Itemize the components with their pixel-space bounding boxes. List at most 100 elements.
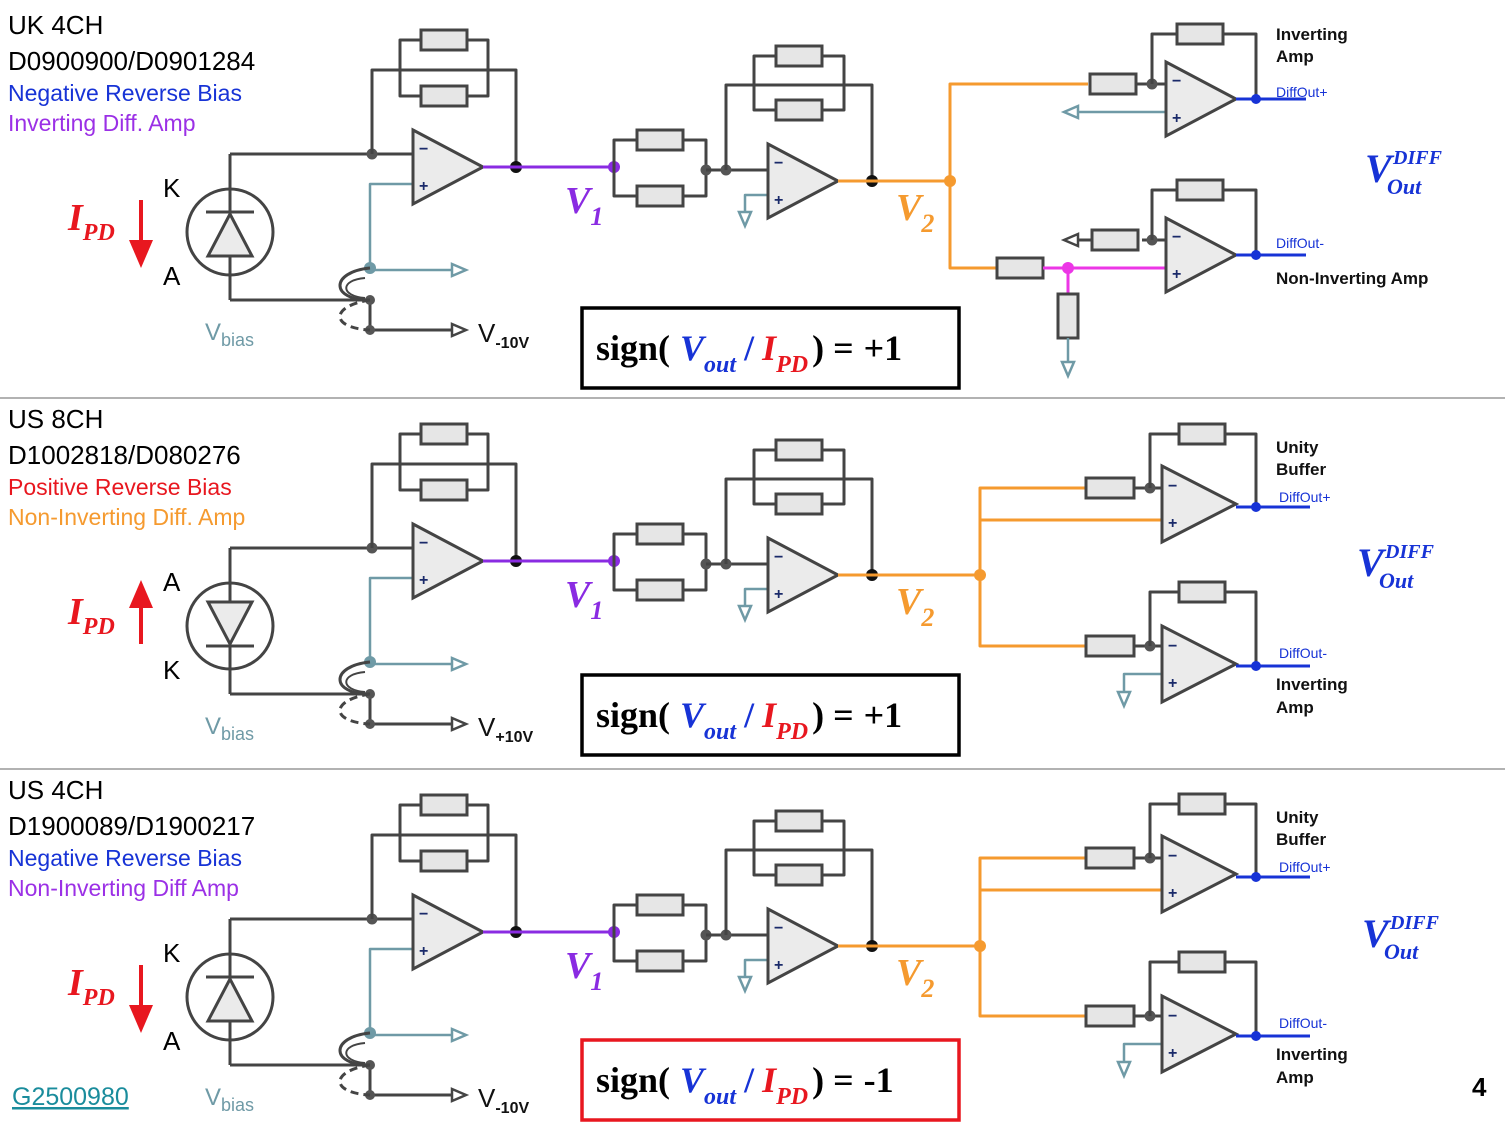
amp-note: Amp: [1276, 47, 1314, 66]
sign-vout-sub: out: [704, 352, 737, 378]
photodiode: [185, 154, 275, 300]
sign-value: -1: [864, 1060, 894, 1100]
op-amp-body: [411, 127, 487, 207]
sign-vout: V: [680, 1060, 707, 1100]
amp-note: Inverting: [1276, 675, 1348, 694]
v2-label: V2: [896, 952, 934, 1003]
cable-loop-dashed: [338, 298, 371, 332]
document-code: D0900900/D0901284: [8, 46, 255, 76]
amp-note: Unity: [1276, 438, 1319, 457]
diode-bottom-pin: A: [163, 1026, 181, 1056]
sign-ipd-sub: PD: [775, 1084, 808, 1110]
feedback-wire-2: [724, 477, 874, 575]
sign-ipd-sub: PD: [775, 719, 808, 745]
diode-bottom-pin: A: [163, 261, 181, 291]
output-resistor: [1177, 422, 1227, 446]
v1-label: V1: [565, 945, 603, 996]
photodiode: [185, 548, 275, 694]
sign-suffix: ) =: [812, 328, 854, 368]
sign-prefix: sign(: [596, 695, 670, 735]
feedback-wire: [370, 462, 518, 561]
amp-type-label: Non-Inverting Diff. Amp: [8, 504, 245, 530]
feedback-wire-2: [724, 83, 874, 181]
ipd-label: IPD: [67, 591, 115, 640]
op-amp-minus: −: [419, 141, 428, 158]
cable-inner: [345, 277, 366, 299]
vdiff-sub: Out: [1384, 939, 1419, 964]
op-amp-body: [766, 141, 842, 221]
v2-label: V2: [896, 187, 934, 238]
ipd-sub: PD: [82, 614, 115, 640]
op-amp-plus: +: [419, 572, 428, 589]
current-arrow-head: [129, 580, 153, 608]
rail-arrow: [450, 716, 470, 732]
vbias-sub: bias: [221, 330, 254, 350]
feedback-resistor: [419, 28, 469, 52]
op-amp-body: [1160, 463, 1240, 545]
sign-box: [580, 1038, 961, 1122]
rail-main: V: [478, 712, 496, 742]
op-amp-2: −+: [766, 141, 842, 221]
op-amp-body: [1160, 993, 1240, 1075]
v1-main: V: [565, 574, 593, 616]
cable-inner: [345, 671, 366, 693]
amp-note: Buffer: [1276, 460, 1326, 479]
vdiff-sup: DIFF: [1392, 147, 1443, 169]
output-resistor: [1175, 178, 1225, 202]
bias-type-label: Negative Reverse Bias: [8, 80, 242, 106]
diffout-plus-label: DiffOut+: [1276, 84, 1328, 100]
feedback-resistor: [419, 849, 469, 873]
amp-note: Non-Inverting Amp: [1276, 269, 1428, 288]
v2-label: V2: [896, 581, 934, 632]
input-resistor: [635, 128, 685, 152]
document-code: D1002818/D080276: [8, 440, 241, 470]
wire: [1122, 1042, 1162, 1062]
v2-main: V: [896, 952, 924, 994]
output-resistor: [1084, 846, 1136, 870]
cable-loop-dashed: [338, 1063, 371, 1097]
diode-top-pin: K: [163, 173, 181, 203]
op-amp-1: −+: [411, 521, 487, 601]
cable-loop: [338, 660, 371, 696]
output-resistor: [1084, 1004, 1136, 1028]
op-amp-plus: +: [1168, 1045, 1177, 1062]
ground-arrow: [1116, 690, 1132, 710]
rail-arrow: [450, 322, 470, 338]
amp-note: Inverting: [1276, 1045, 1348, 1064]
output-resistor: [1177, 792, 1227, 816]
op-amp-plus: +: [1172, 110, 1181, 127]
output-resistor: [1175, 22, 1225, 46]
amp-type-label: Inverting Diff. Amp: [8, 110, 196, 136]
rail-sub: -10V: [495, 335, 529, 352]
output-resistor: [1056, 292, 1080, 340]
ground-arrow: [1060, 104, 1080, 120]
ground-arrow: [1060, 360, 1076, 380]
feedback-resistor-2: [774, 98, 824, 122]
panel-title: UK 4CH: [8, 10, 103, 40]
feedback-resistor: [419, 84, 469, 108]
sign-value: +1: [864, 695, 903, 735]
bias-wire: [368, 576, 452, 666]
input-resistor: [635, 578, 685, 602]
document-link[interactable]: G2500980: [12, 1083, 129, 1111]
sign-ipd: I: [761, 1060, 778, 1100]
v2-sub: 2: [920, 209, 934, 238]
vbias-main: V: [205, 713, 221, 740]
amp-note: Amp: [1276, 1068, 1314, 1087]
ground-arrow: [737, 210, 753, 230]
vbias-label: Vbias: [205, 1084, 254, 1115]
vdiff-sup: DIFF: [1384, 541, 1435, 563]
vbias-label: Vbias: [205, 713, 254, 744]
ipd-main: I: [67, 591, 84, 633]
rail-sub: +10V: [495, 729, 533, 746]
rail-wire: [230, 692, 452, 726]
op-amp-minus: −: [1172, 73, 1181, 90]
bias-arrow: [450, 656, 470, 672]
arrow-head: [1060, 232, 1080, 248]
amp-note: Unity: [1276, 808, 1319, 827]
feedback-wire: [370, 68, 518, 167]
v1-main: V: [565, 180, 593, 222]
cable-inner: [345, 1042, 366, 1064]
sign-vout-sub: out: [704, 1084, 737, 1110]
